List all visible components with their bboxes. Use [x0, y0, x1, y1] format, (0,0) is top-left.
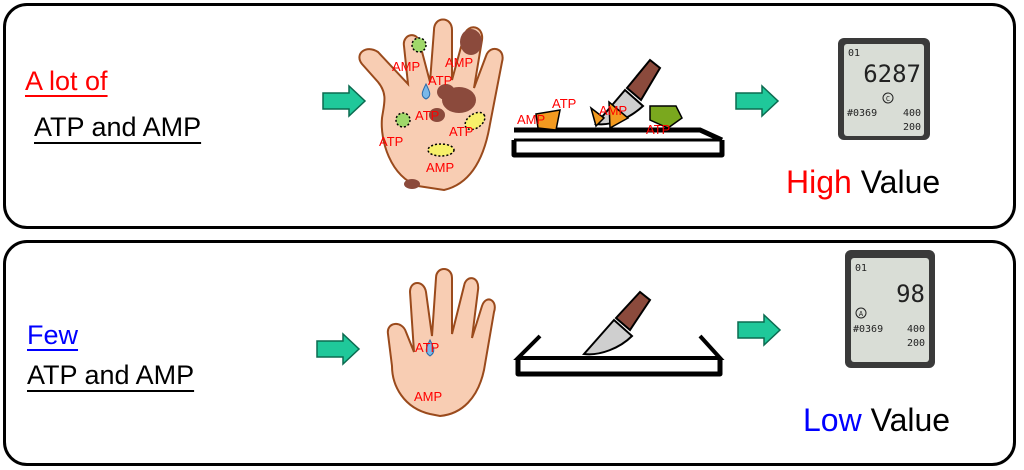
board-label: AMP: [599, 103, 627, 118]
dirt-stains: [404, 29, 482, 189]
meter-channel: 01: [855, 263, 867, 274]
hand-label: AMP: [414, 389, 442, 404]
meter-limit-upper: 400: [903, 108, 921, 119]
board-label: AMP: [517, 112, 545, 127]
top-subheading: ATP and AMP: [34, 112, 202, 142]
bottom-hand-labels: ATP AMP: [414, 340, 442, 404]
hand-label: ATP: [415, 108, 439, 123]
top-result-suffix: Value: [860, 164, 941, 200]
hand-label: ATP: [449, 124, 473, 139]
bacteria-icon: [395, 37, 486, 157]
arrow-right-icon: [322, 85, 366, 117]
atp-meter-icon: 01 6287 C #0369 400 200: [838, 38, 930, 140]
top-result-word: High: [786, 164, 852, 200]
board-label: ATP: [646, 122, 670, 137]
meter-limit-lower: 200: [907, 338, 925, 349]
water-drop-icon: [425, 338, 435, 357]
meter-sample-id: #0369: [847, 108, 877, 119]
atp-meter-icon: 01 98 A #0369 400 200: [845, 250, 935, 368]
arrow-right-icon: [735, 85, 779, 117]
bottom-result-suffix: Value: [870, 402, 951, 438]
arrow-right-icon: [316, 333, 360, 365]
meter-reading: 6287: [863, 60, 921, 88]
top-board-labels: ATP AMP AMP ATP: [517, 96, 670, 137]
meter-limit-upper: 400: [907, 324, 925, 335]
cutting-board-icon: [511, 127, 725, 158]
meter-reading: 98: [896, 280, 925, 308]
hand-label: AMP: [426, 160, 454, 175]
cutting-board-icon: [513, 334, 725, 377]
knife-icon: [581, 290, 652, 356]
meter-limit-lower: 200: [903, 122, 921, 133]
meter-sample-id: #0369: [853, 324, 883, 335]
meter-channel: 01: [848, 48, 860, 59]
hand-label: ATP: [415, 340, 439, 355]
meter-mode: A: [859, 310, 864, 318]
top-heading: A lot of: [25, 66, 108, 96]
hand-icon: [358, 18, 504, 192]
hand-label: ATP: [428, 73, 452, 88]
top-result: High Value: [786, 164, 940, 200]
arrow-right-icon: [737, 314, 781, 346]
bottom-result: Low Value: [803, 402, 950, 438]
knife-icon: [594, 58, 662, 126]
board-label: ATP: [552, 96, 576, 111]
bottom-heading: Few: [27, 320, 79, 350]
water-drop-icon: [421, 82, 431, 100]
hand-label: AMP: [445, 55, 473, 70]
bottom-subheading: ATP and AMP: [27, 360, 195, 390]
top-hand-labels: AMP AMP ATP ATP ATP ATP AMP: [379, 55, 473, 175]
meter-mode: C: [886, 95, 890, 103]
hand-icon: [386, 268, 496, 418]
hand-label: ATP: [379, 134, 403, 149]
bottom-result-word: Low: [803, 402, 862, 438]
food-pieces: [535, 100, 683, 131]
hand-label: AMP: [392, 59, 420, 74]
